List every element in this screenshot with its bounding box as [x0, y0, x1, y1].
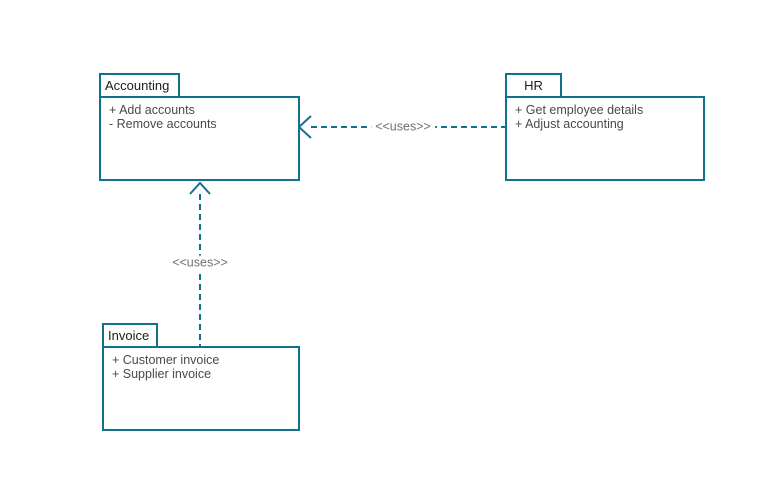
package-accounting-tab: Accounting — [99, 73, 180, 98]
package-invoice-tab: Invoice — [102, 323, 158, 348]
member-line: + Add accounts — [109, 103, 195, 117]
package-accounting[interactable]: Accounting + Add accounts - Remove accou… — [99, 73, 300, 181]
package-hr-body: + Get employee details + Adjust accounti… — [505, 96, 705, 181]
member-line: + Supplier invoice — [112, 366, 212, 381]
package-hr[interactable]: HR + Get employee details + Adjust accou… — [505, 73, 705, 181]
package-hr-title: HR — [524, 78, 543, 93]
uses-label-invoice-accounting[interactable]: <<uses>> — [168, 255, 232, 271]
package-hr-tab: HR — [505, 73, 562, 98]
member-line: + Get employee details — [515, 103, 644, 117]
package-invoice-title: Invoice — [108, 328, 150, 343]
member-line: - Remove accounts — [109, 116, 217, 131]
member-line: + Adjust accounting — [515, 116, 624, 131]
package-invoice[interactable]: Invoice + Customer invoice + Supplier in… — [102, 323, 300, 431]
uses-label-hr-accounting[interactable]: <<uses>> — [371, 119, 435, 135]
package-accounting-body: + Add accounts - Remove accounts — [99, 96, 300, 181]
package-accounting-title: Accounting — [105, 78, 170, 93]
package-invoice-body: + Customer invoice + Supplier invoice — [102, 346, 300, 431]
member-line: + Customer invoice — [112, 353, 220, 367]
